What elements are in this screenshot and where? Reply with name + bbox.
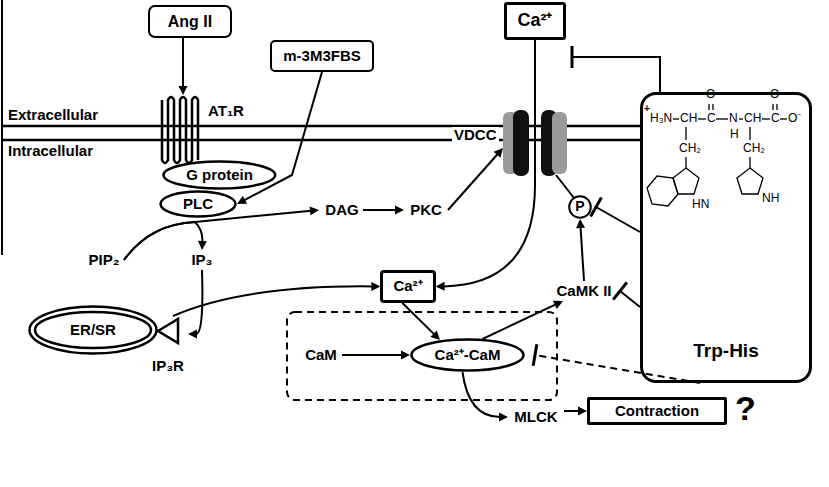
shape-node: G protein: [162, 160, 277, 190]
process-box: Ca²⁺: [504, 2, 565, 40]
node-label: PIP₂: [89, 252, 120, 269]
node-label: P: [575, 199, 584, 214]
frame-line: [1, 0, 3, 255]
node-label: IP₃R: [152, 358, 184, 375]
shape-node: ER/SR: [28, 305, 158, 355]
chemical-label: O⁻: [788, 112, 801, 125]
annotation-label: ?: [735, 390, 756, 427]
arrow-connector: [576, 219, 585, 281]
pathway-node: PIP₂: [85, 250, 123, 270]
arrow-connector: [363, 206, 404, 215]
node-label: Ca²⁺-CaM: [435, 347, 501, 364]
pathway-node: VDCC: [500, 48, 572, 178]
pathway-node: DAG: [321, 200, 363, 220]
arrow-connector: [463, 372, 509, 422]
inhibition-connector: [613, 282, 640, 307]
node-label: AT₁R: [208, 103, 244, 120]
channel-part: [513, 110, 529, 176]
chemical-label: HN: [692, 198, 709, 211]
pathway-node: AT₁R: [158, 95, 250, 165]
node-label: DAG: [325, 202, 358, 219]
dashed-region: [287, 312, 557, 400]
annotation-label: Extracellular: [8, 107, 98, 124]
node-label: PLC: [183, 196, 213, 213]
pathway-node: MLCK: [508, 407, 564, 427]
process-box: Ca²⁺: [380, 270, 435, 303]
node-label: m-3M3FBS: [283, 48, 361, 65]
node-label: IP₃: [191, 252, 212, 269]
node-label: PKC: [410, 202, 442, 219]
node-label: Ang II: [168, 13, 212, 31]
chemical-label: CH: [680, 112, 697, 125]
chemical-label: NH: [762, 192, 779, 205]
shape-node: P: [568, 195, 592, 219]
arrow-connector: [173, 282, 380, 316]
node-label: Ca²⁺: [517, 11, 552, 31]
chemical-label: H₃N: [650, 112, 672, 125]
arrow-connector: [436, 40, 535, 291]
chemical-bonds: [647, 104, 787, 206]
chemical-label: CH₂: [679, 142, 701, 155]
phospho-link: [556, 175, 574, 198]
chemical-label: O: [706, 88, 715, 101]
node-label: G protein: [186, 167, 253, 184]
node-label: ER/SR: [70, 322, 116, 339]
process-box: Trp-His: [640, 92, 812, 383]
arrow-connector: [564, 407, 587, 416]
inhibition-connector: [572, 46, 660, 92]
arrow-connector: [342, 351, 410, 360]
node-label: Contraction: [615, 403, 699, 420]
arrow-connector: [402, 303, 440, 340]
shape-node: PLC: [159, 190, 237, 218]
process-box: m-3M3FBS: [270, 40, 374, 72]
chemical-label: +: [644, 103, 650, 114]
arrow-connector: [448, 148, 503, 210]
chemical-label: H: [730, 128, 739, 141]
chemical-label: CH₂: [743, 142, 765, 155]
pathway-node: CaM: [300, 345, 342, 365]
chemical-label: O: [770, 88, 779, 101]
receptor-helices: [162, 97, 198, 163]
annotation-label: Intracellular: [8, 143, 93, 160]
node-label: Ca²⁺: [393, 278, 422, 295]
shape-node: IP₃R: [148, 316, 188, 376]
node-label: VDCC: [452, 127, 499, 144]
node-label: MLCK: [514, 409, 557, 426]
shape-node: Ca²⁺-CaM: [410, 338, 525, 372]
node-label: CaMK II: [556, 283, 611, 300]
chemical-label: N: [729, 112, 738, 125]
inhibition-connector: [591, 197, 640, 232]
pathway-node: IP₃: [186, 250, 218, 270]
node-label: CaM: [305, 347, 337, 364]
arrow-connector: [483, 301, 564, 339]
chemical-label: C: [771, 112, 780, 125]
chemical-label: CH: [744, 112, 761, 125]
process-box: Ang II: [148, 5, 232, 38]
arrow-connector: [188, 270, 202, 339]
channel-part: [552, 112, 567, 174]
process-box: Contraction: [587, 397, 727, 425]
inhibition-connector: [533, 344, 700, 383]
node-label: Trp-His: [693, 341, 758, 362]
arrow-connector: [179, 38, 188, 95]
chemical-label: C: [707, 112, 716, 125]
pathway-node: PKC: [404, 200, 448, 220]
pathway-node: CaMK II: [553, 281, 615, 301]
